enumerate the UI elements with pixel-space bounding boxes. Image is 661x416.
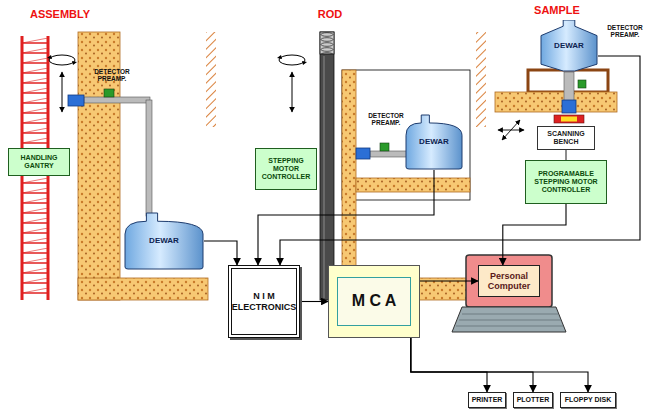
sample-illustration-part — [564, 72, 574, 102]
output-box: PRINTER — [468, 392, 506, 408]
assembly-illustration-part — [78, 278, 208, 300]
assembly-illustration-part — [68, 95, 84, 106]
section-title: ASSEMBLY — [10, 8, 110, 20]
node-text: PROGRAMABLE STEPPING MOTOR CONTROLLER — [528, 170, 604, 194]
controller-box: PROGRAMABLE STEPPING MOTOR CONTROLLER — [525, 160, 607, 204]
signal-wire — [411, 338, 588, 392]
assembly-illustration-part — [49, 55, 75, 65]
sample-illustration-part — [578, 80, 586, 88]
node-text: N I M ELECTRONICS — [232, 291, 297, 312]
rod-illustration-part — [279, 55, 305, 65]
node-text: Personal Computer — [481, 271, 537, 292]
sample-illustration-part — [561, 117, 577, 122]
rod-illustration-part — [476, 32, 486, 127]
dewar-shape — [541, 20, 597, 71]
signal-wire — [300, 301, 328, 302]
rod-illustration-part — [380, 143, 389, 151]
node-text: M C A — [337, 277, 411, 325]
node-text: SCANNING BENCH — [540, 130, 592, 146]
sample-illustration-part — [495, 92, 617, 112]
analyzer-box: M C A — [328, 265, 420, 338]
assembly-illustration-part — [146, 100, 152, 216]
dewar-vessel: DEWAR — [124, 212, 204, 270]
sample-illustration-part — [566, 150, 567, 160]
signal-wire — [420, 280, 478, 281]
computer-illustration — [452, 255, 566, 332]
rod-illustration-part — [320, 32, 334, 54]
sample-illustration — [495, 70, 617, 160]
node-text: PRINTER — [472, 396, 503, 404]
bench-box: SCANNING BENCH — [537, 126, 595, 150]
sample-illustration-part — [562, 100, 576, 113]
computer-illustration-part — [456, 314, 563, 326]
section-title: ROD — [280, 8, 380, 20]
signal-wire — [411, 338, 533, 392]
signal-wire — [411, 338, 487, 392]
assembly-illustration-part — [62, 72, 63, 112]
node-text: STEPPING MOTOR CONTROLLER — [258, 157, 314, 181]
component-label: DETECTOR PREAMP. — [92, 68, 132, 82]
component-label: DETECTOR PREAMP. — [602, 24, 648, 38]
rod-illustration-part — [370, 151, 408, 157]
assembly-illustration-part — [84, 97, 150, 103]
node-text: FLOPPY DISK — [565, 396, 612, 404]
dewar-shape — [406, 115, 462, 169]
computer-illustration-part — [466, 255, 552, 307]
rod-illustration-part — [292, 72, 293, 112]
assembly-illustration-part — [104, 89, 114, 97]
node-text: DEWAR — [554, 41, 584, 50]
dewar-vessel: DEWAR — [405, 114, 463, 170]
node-text: HANDLING GANTRY — [11, 154, 67, 170]
dewar-shape — [125, 213, 203, 269]
signal-wire — [280, 56, 640, 265]
sample-illustration-part — [502, 120, 520, 140]
computer-illustration-part — [452, 307, 566, 332]
rod-illustration-part — [356, 148, 370, 159]
rod-illustration-part — [320, 32, 334, 300]
rod-illustration-part — [324, 56, 325, 298]
assembly-illustration-part — [206, 32, 216, 127]
output-box: FLOPPY DISK — [560, 392, 616, 408]
rod-illustration-part — [356, 178, 470, 192]
sample-illustration-part — [554, 115, 584, 123]
section-title: SAMPLE — [512, 4, 602, 16]
node-text: PLOTTER — [517, 396, 550, 404]
computer-screen: Personal Computer — [478, 265, 540, 297]
node-text: DEWAR — [419, 137, 449, 146]
rod-illustration-part — [342, 70, 470, 200]
signal-wire — [503, 204, 566, 265]
assembly-illustration-part — [47, 55, 77, 65]
component-label: DETECTOR PREAMP. — [366, 112, 406, 126]
node-text: DEWAR — [149, 236, 179, 245]
rod-illustration-part — [277, 55, 307, 65]
electronics-box: N I M ELECTRONICS — [228, 265, 300, 338]
output-box: PLOTTER — [513, 392, 553, 408]
signal-wire — [204, 241, 237, 265]
dewar-vessel: DEWAR — [540, 20, 598, 72]
controller-box: STEPPING MOTOR CONTROLLER — [255, 148, 317, 190]
gantry-box: HANDLING GANTRY — [8, 148, 70, 176]
